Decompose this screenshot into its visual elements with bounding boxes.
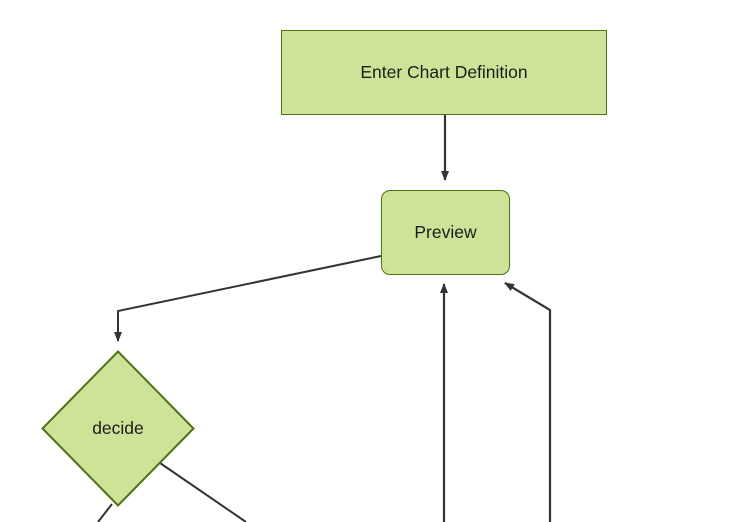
edge-decide-down-right	[159, 462, 247, 522]
diamond-shape	[41, 350, 195, 507]
node-enter-chart-definition[interactable]: Enter Chart Definition	[281, 30, 607, 115]
node-preview[interactable]: Preview	[381, 190, 510, 275]
edge-preview-to-decide	[114, 255, 382, 342]
edge-decide-down-left	[97, 503, 113, 522]
node-label-enter-chart-definition: Enter Chart Definition	[360, 62, 528, 82]
node-label-preview: Preview	[414, 222, 477, 242]
edge-bottom-right-to-preview	[504, 282, 552, 522]
node-decide[interactable]: decide	[41, 350, 195, 507]
